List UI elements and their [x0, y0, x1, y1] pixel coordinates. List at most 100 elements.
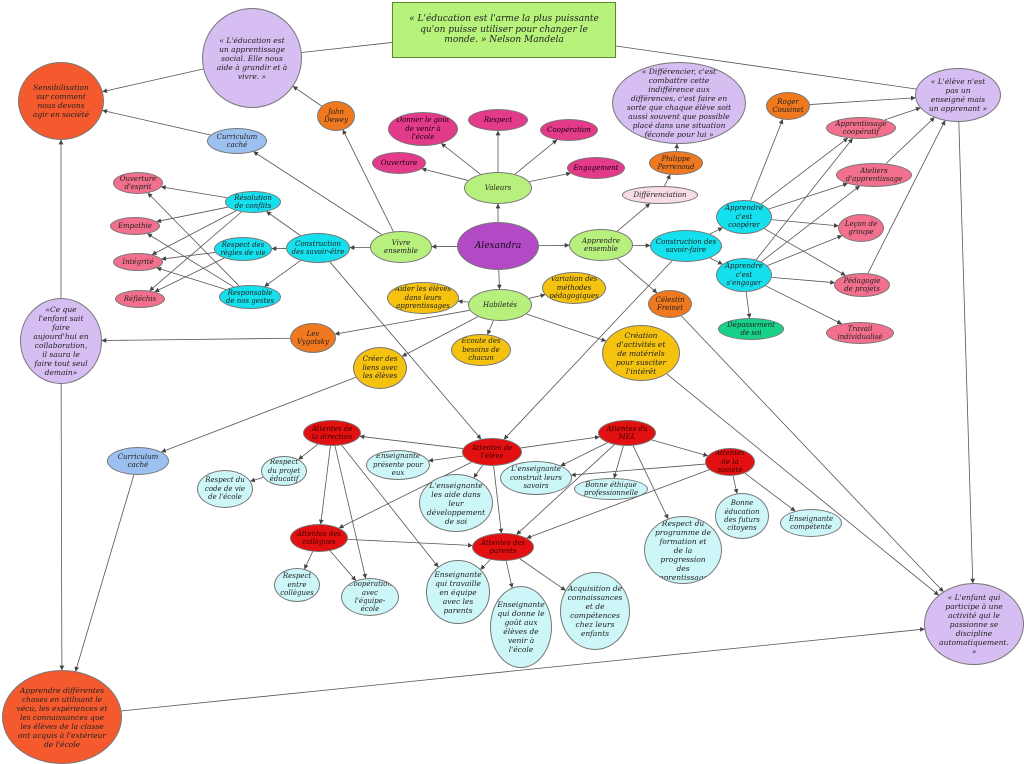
attentes-parents-node: Attentes des parents: [472, 533, 534, 561]
connector-quote-vygotsky-to-apprendre-differentes-node: [59, 383, 65, 671]
connector-apprendre-cooperer-node-to-roger-cousinet-node: [750, 119, 784, 201]
connector-alexandra-node-to-habiletes-node: [496, 269, 502, 290]
connector-attentes-collegues-node-to-attentes-parents-node: [347, 539, 473, 548]
respect-regles-node: Respect des règles de vie: [214, 237, 272, 261]
connector-apprendre-cooperer-node-to-ateliers-node: [768, 182, 848, 210]
connector-habiletes-node-to-creation-activites-node: [526, 313, 607, 342]
resolution-conflits-node: Résolution de conflits: [225, 191, 281, 213]
connector-attentes-mel-node-to-respect-programme-node: [632, 445, 669, 520]
connector-valeurs-node-to-ouverture-node: [421, 167, 469, 181]
valeurs-node: Valeurs: [464, 172, 532, 204]
respect-projet-node: Respect du projet éducatif: [261, 456, 307, 486]
ouverture-esprit-node: Ouverture d'esprit: [113, 172, 163, 194]
quote-education: « L'éducation est un apprentissage socia…: [202, 8, 302, 108]
connector-creation-activites-node-to-quote-enfant: [666, 373, 939, 596]
connector-apprendre-engager-node-to-travail-individualise-node: [765, 285, 842, 325]
connector-attentes-eleve-node-to-attentes-parents-node: [493, 465, 504, 534]
connector-attentes-societe-node-to-enseignante-competente-node: [744, 472, 796, 512]
cooperation-equipe-node: Coopération avec l'équipe-école: [341, 578, 399, 616]
apprendre-cooperer-node: Apprendre c'est coopérer: [716, 200, 772, 234]
vivre-ensemble-node: Vivre ensemble: [370, 231, 432, 263]
connector-vivre-ensemble-node-to-john-dewey-node: [342, 129, 394, 232]
connector-attentes-parents-node-to-acquisition-node: [519, 558, 566, 591]
connector-apprendre-cooperer-node-to-lecon-groupe-node: [771, 219, 839, 228]
enseignante-equipe-node: Enseignante qui travaille en équipe avec…: [426, 560, 490, 624]
enseignante-gout-node: Enseignante qui donne le goût aux élèves…: [490, 586, 552, 668]
integrite-node: Intégrité: [113, 253, 163, 271]
creer-liens-node: Créer des liens avec les élèves: [353, 347, 407, 389]
apprendre-ensemble-node: Apprendre ensemble: [569, 229, 633, 261]
construction-savoir-etre-node: Construction des savoir-être: [286, 233, 350, 263]
connector-apprendre-engager-node-to-depassement-node: [745, 291, 752, 319]
donner-gout-node: Donner le goût de venir à l'école: [388, 112, 458, 146]
apprendre-engager-node: Apprendre c'est s'engager: [716, 258, 772, 292]
respect-programme-node: Respect du programme de formation et de …: [644, 516, 722, 584]
connector-attentes-direction-node-to-cooperation-equipe-node: [334, 445, 368, 579]
attentes-direction-node: Attentes de la direction: [303, 420, 361, 446]
curriculum-cache-top-node: Curriculum caché: [207, 128, 267, 154]
connector-attentes-eleve-node-to-attentes-mel-node: [520, 435, 600, 449]
connector-habiletes-node-to-aider-eleves-node: [457, 299, 469, 304]
connector-valeurs-node-to-donner-gout-node: [441, 143, 481, 175]
connector-attentes-societe-node-to-bonne-education-node: [732, 475, 739, 494]
engagement-node: Engagement: [567, 157, 625, 179]
lecon-groupe-node: Leçon de groupe: [838, 214, 884, 242]
connector-attentes-mel-node-to-attentes-societe-node: [651, 439, 709, 457]
attentes-eleve-node: Attentes de l'élève: [462, 438, 522, 466]
connector-habiletes-node-to-creer-liens-node: [401, 316, 479, 357]
connector-attentes-collegues-node-to-respect-collegues-node: [304, 551, 313, 570]
connector-construction-savoir-etre-node-to-attentes-eleve-node: [329, 261, 482, 440]
enseignante-construit-node: L'enseignante construit leurs savoirs: [500, 461, 572, 495]
attentes-collegues-node: Attentes des collègues: [290, 524, 348, 552]
reflechis-node: Réfléchis: [115, 290, 165, 308]
connector-roger-cousinet-node-to-quote-eleve: [809, 95, 916, 105]
connector-respect-projet-node-to-respect-code-node: [250, 476, 264, 483]
connector-curriculum-cache-mid-node-to-apprendre-differentes-node: [74, 474, 135, 672]
connector-apprendre-engager-node-to-ateliers-node: [761, 185, 860, 262]
connector-vivre-ensemble-node-to-curriculum-cache-top-node: [253, 151, 382, 235]
connector-apprendre-engager-node-to-lecon-groupe-node: [767, 235, 843, 266]
enseignante-competente-node: Enseignante compétente: [780, 509, 842, 537]
connector-construction-savoir-faire-node-to-attentes-eleve-node: [503, 260, 673, 440]
respect-valeur-node: Respect: [468, 109, 528, 131]
connector-responsable-gestes-node-to-integrite-node: [156, 266, 226, 290]
connector-apprendre-engager-node-to-apprentissage-cooperatif-node: [755, 138, 853, 260]
connector-quote-education-to-sensibilisation-node: [102, 68, 204, 93]
connector-attentes-mel-node-to-bonne-ethique-node: [613, 445, 624, 479]
connector-habiletes-node-to-vygotsky-node: [334, 309, 470, 336]
connector-resolution-conflits-node-to-empathie-node: [156, 206, 229, 224]
connector-quote-eleve-to-quote-mandela: [600, 42, 917, 90]
attentes-societe-node: Attentes de la société: [705, 448, 755, 476]
connector-curriculum-cache-top-node-to-sensibilisation-node: [102, 109, 211, 136]
connector-responsable-gestes-node-to-ouverture-esprit-node: [147, 192, 240, 287]
connector-apprendre-cooperer-node-to-apprentissage-cooperatif-node: [761, 137, 849, 205]
connector-attentes-societe-node-to-enseignante-construit-node: [570, 463, 706, 478]
enseignante-presente-node: Enseignante présente pour eux: [366, 450, 430, 480]
connector-attentes-collegues-node-to-cooperation-equipe-node: [329, 550, 357, 581]
connector-attentes-direction-node-to-enseignante-equipe-node: [341, 445, 439, 568]
empathie-node: Empathie: [110, 217, 160, 235]
variation-methodes-node: Variation des méthodes pédagogiques: [542, 272, 606, 304]
ecoute-besoins-node: Écoute des besoins de chacun: [451, 334, 511, 366]
connector-john-dewey-node-to-quote-education: [292, 86, 322, 107]
connector-responsable-gestes-node-to-empathie-node: [147, 233, 234, 288]
depassement-node: Dépassement de soi: [718, 318, 784, 340]
respect-code-node: Respect du code de vie de l'école: [197, 470, 253, 508]
connector-quote-eleve-to-quote-enfant: [958, 121, 976, 584]
john-dewey-node: John Dewey: [317, 101, 355, 131]
cooperation-valeur-node: Coopération: [540, 119, 598, 141]
bonne-education-node: Bonne éducation des futurs citoyens: [715, 493, 769, 539]
connector-resolution-conflits-node-to-reflechis-node: [149, 211, 242, 292]
connector-construction-savoir-faire-node-to-apprendre-engager-node: [709, 257, 723, 265]
connector-ateliers-node-to-quote-eleve: [885, 117, 935, 164]
connector-apprendre-ensemble-node-to-differenciation-node: [617, 203, 651, 232]
celestin-freinet-node: Célestin Freinet: [648, 290, 692, 318]
connector-habiletes-node-to-variation-methodes-node: [528, 293, 546, 299]
connector-apprendre-ensemble-node-to-celestin-freinet-node: [616, 258, 658, 294]
travail-individualise-node: Travail individualisé: [826, 322, 894, 344]
connector-attentes-societe-node-to-attentes-parents-node: [526, 469, 710, 539]
connector-pedagogie-projets-node-to-quote-eleve: [867, 120, 946, 274]
connector-attentes-direction-node-to-attentes-collegues-node: [318, 445, 331, 525]
connector-apprendre-differentes-node-to-quote-enfant: [121, 627, 925, 712]
